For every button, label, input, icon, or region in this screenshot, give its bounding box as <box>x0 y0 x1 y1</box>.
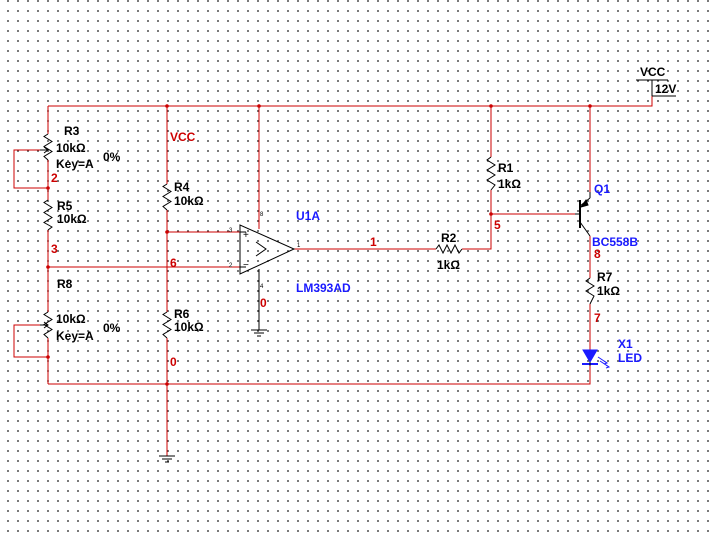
opamp-inner-symbol <box>255 241 267 257</box>
u1-sign-minus: − <box>243 260 249 271</box>
junction-dot <box>46 265 50 269</box>
u1-sign-plus: + <box>243 230 249 241</box>
q1-part-label: BC558B <box>592 235 638 249</box>
junction-dot <box>257 104 261 108</box>
node-label-3: 3 <box>51 242 58 256</box>
ground-symbol-opamp <box>251 329 267 337</box>
x1-ref-label: X1 <box>618 337 633 351</box>
u1-part-label: LM393AD <box>296 281 351 295</box>
junction-dot <box>165 230 169 234</box>
r3-percent-label: 0% <box>103 150 121 164</box>
opamp-triangle[interactable] <box>239 224 296 275</box>
r8-key-label: Key=A <box>56 329 94 343</box>
r5-zigzag[interactable] <box>43 199 53 231</box>
r3-zigzag[interactable] <box>43 133 53 161</box>
vcc-symbol-name: VCC <box>640 65 666 79</box>
vcc-supply-symbol[interactable] <box>636 79 676 97</box>
r4-ref-label: R4 <box>174 180 190 194</box>
r3-value-label: 10kΩ <box>56 141 86 155</box>
u1-comparator-symbol: > <box>256 251 257 254</box>
r5-value-label: 10kΩ <box>57 212 87 226</box>
r5-ref-label: R5 <box>57 199 73 213</box>
r3-key-label: Key=A <box>56 157 94 171</box>
r1-zigzag[interactable] <box>486 156 496 191</box>
wire-pot-r8-shunt[interactable] <box>13 324 48 358</box>
wire-r2-r1[interactable] <box>462 106 492 250</box>
junction-dot <box>489 212 493 216</box>
led-light-arrows <box>597 356 611 369</box>
r4-value-label: 10kΩ <box>174 194 204 208</box>
node-label-2: 2 <box>51 171 58 185</box>
node-label-0-opamp: 0 <box>260 296 267 310</box>
u1-ref-label: U1A <box>296 209 320 223</box>
r8-arrowhead <box>43 321 49 329</box>
r2-zigzag[interactable] <box>435 243 463 255</box>
r2-ref-label: R2 <box>441 231 457 245</box>
wire-pot-r3-shunt[interactable] <box>13 149 48 189</box>
junction-dot <box>588 104 592 108</box>
r6-zigzag[interactable] <box>162 311 172 339</box>
r6-ref-label: R6 <box>174 307 190 321</box>
r6-value-label: 10kΩ <box>174 320 204 334</box>
r3-arrowhead <box>43 146 49 154</box>
q1-ref-label: Q1 <box>594 182 610 196</box>
junction-dot <box>46 186 50 190</box>
ground-symbol-main <box>159 455 175 463</box>
r3-ref-label: R3 <box>64 124 80 138</box>
node-label-5: 5 <box>494 218 501 232</box>
junction-dot <box>489 104 493 108</box>
r8-ref-label: R8 <box>57 277 73 291</box>
r7-ref-label: R7 <box>597 270 613 284</box>
led-x1[interactable] <box>582 349 598 366</box>
u1-pin-plus: 3 <box>229 228 233 234</box>
node-label-7: 7 <box>594 311 601 325</box>
wire-top-rail[interactable] <box>48 80 653 107</box>
r7-zigzag[interactable] <box>585 277 595 305</box>
junction-dot <box>165 382 169 386</box>
x1-part-label: LED <box>618 351 642 365</box>
r8-value-label: 10kΩ <box>56 312 86 326</box>
node-label-8: 8 <box>594 247 601 261</box>
u1-pin-vcc: 8 <box>260 212 264 218</box>
r8-percent-label: 0% <box>103 321 121 335</box>
junction-dot <box>46 355 50 359</box>
junctions <box>46 104 592 386</box>
vcc-symbol-value: 12V <box>655 82 676 96</box>
r1-value-label: 1kΩ <box>498 177 521 191</box>
q1-transistor[interactable] <box>575 192 591 237</box>
u1-pin-gnd: 4 <box>260 284 264 290</box>
node-label-1: 1 <box>370 235 377 249</box>
wire-bottom-rail[interactable] <box>48 366 591 385</box>
r1-ref-label: R1 <box>498 161 514 175</box>
u1-pin-out: 1 <box>297 243 301 249</box>
u1-pin-minus: 2 <box>229 263 233 269</box>
r4-zigzag[interactable] <box>162 183 172 211</box>
node-label-0-divider: 0 <box>170 355 177 369</box>
node-label-6: 6 <box>170 256 177 270</box>
vcc-net-label: VCC <box>170 130 196 144</box>
wires <box>13 80 653 456</box>
r7-value-label: 1kΩ <box>597 284 620 298</box>
r2-value-label: 1kΩ <box>437 258 460 272</box>
q1-emitter-arrow <box>579 198 589 208</box>
junction-dot <box>165 104 169 108</box>
